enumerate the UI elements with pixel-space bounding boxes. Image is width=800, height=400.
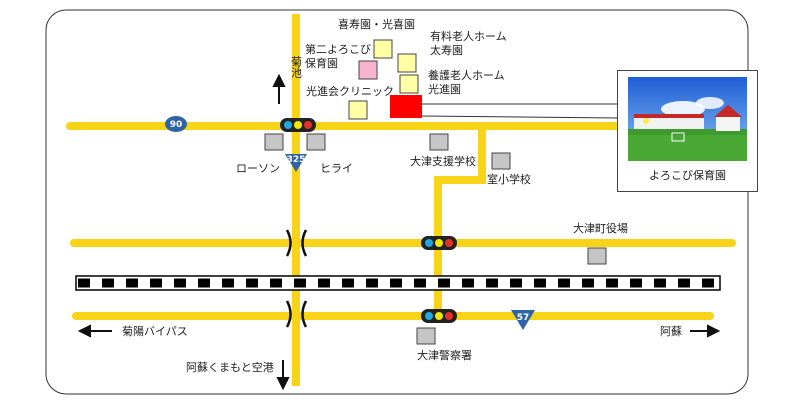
traffic-light-icon: [421, 236, 457, 250]
label-aso-airport: 阿蘇くまもと空港: [186, 360, 274, 374]
label-otsu-yakuba: 大津町役場: [573, 221, 628, 235]
label-hirai: ヒライ: [320, 162, 353, 175]
label-yuryo-rojin: 有料老人ホーム 太寿園: [430, 29, 510, 57]
svg-text:325: 325: [287, 155, 306, 165]
svg-text:57: 57: [517, 313, 530, 323]
route-90-shield: 90: [165, 116, 187, 132]
yuryo-rojin-building: [397, 53, 417, 73]
traffic-light-icon: [280, 118, 316, 132]
lawson-building: [264, 133, 284, 151]
hirai-building: [306, 133, 326, 151]
arrow-west-icon: [77, 324, 112, 338]
label-otsu-police: 大津警察署: [417, 348, 472, 362]
yorokobi-nursery-marker: [390, 95, 422, 118]
nursery-photo: [628, 77, 747, 161]
label-koshinkai: 光進会クリニック: [306, 84, 394, 98]
yogo-rojin-building: [399, 74, 419, 94]
otsu-yakuba-building: [587, 247, 607, 265]
overpass-marks-route57: [285, 300, 308, 328]
otsu-police-building: [416, 327, 436, 345]
label-daini-yorokobi-2: 保育園: [305, 56, 338, 70]
label-yogo-rojin-1: 養護老人ホーム: [428, 68, 505, 82]
map-frame: [45, 9, 749, 395]
label-kikuchi: 菊池: [290, 56, 303, 78]
label-muro-sho: 室小学校: [487, 172, 531, 186]
daini-yorokobi-building: [358, 60, 378, 80]
label-yogo-rojin-2: 光進園: [428, 82, 461, 96]
otsu-shien-building: [429, 133, 449, 151]
svg-text:90: 90: [170, 120, 183, 130]
arrow-north-icon: [272, 73, 286, 104]
label-yuryo-rojin-1: 有料老人ホーム: [430, 29, 507, 43]
arrow-east-icon: [690, 324, 721, 338]
route-325-shield: 325: [285, 154, 307, 172]
traffic-light-icon: [421, 309, 457, 323]
overpass-marks-middle: [285, 229, 308, 257]
label-lawson: ローソン: [236, 162, 280, 175]
label-daini-yorokobi: 第二よろこび 保育園: [305, 42, 375, 70]
photo-callout-line: [421, 115, 619, 119]
arrow-south-icon: [276, 360, 290, 391]
kijuen-building: [373, 39, 393, 59]
photo-caption: よろこび保育園: [649, 169, 726, 182]
route-57-shield: 57: [511, 310, 535, 330]
label-yogo-rojin: 養護老人ホーム 光進園: [428, 68, 508, 96]
label-daini-yorokobi-1: 第二よろこび: [305, 42, 371, 56]
label-yuryo-rojin-2: 太寿園: [430, 43, 463, 57]
koshinkai-building: [348, 100, 368, 120]
label-aso: 阿蘇: [660, 325, 682, 338]
label-otsu-shien: 大津支援学校: [410, 154, 476, 168]
label-kikuyo-bypass: 菊陽バイパス: [122, 325, 188, 338]
label-kijuen: 喜寿園・光喜園: [338, 17, 415, 31]
muro-sho-building: [491, 152, 511, 170]
photo-callout: よろこび保育園: [617, 70, 758, 192]
